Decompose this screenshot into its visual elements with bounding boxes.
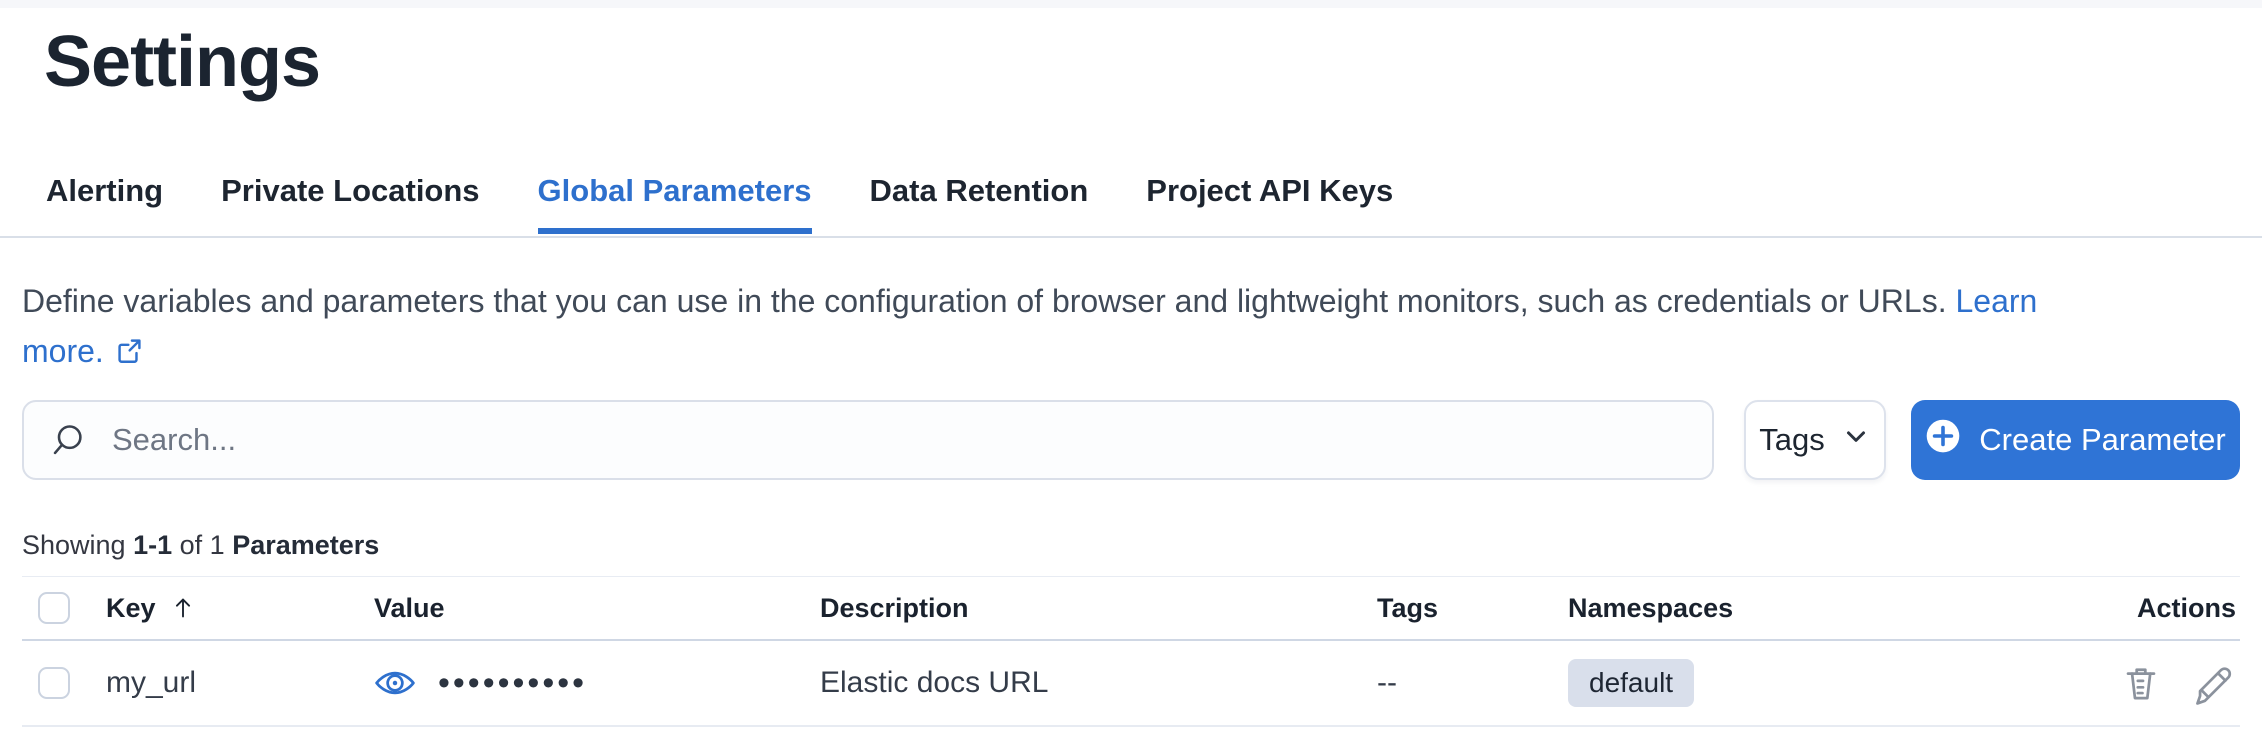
row-cell-tags: -- — [1355, 666, 1546, 700]
parameter-tags: -- — [1377, 666, 1397, 699]
top-edge-band — [0, 0, 2262, 8]
row-cell-namespaces: default — [1546, 659, 1966, 707]
row-cell-key: my_url — [84, 666, 352, 700]
search-icon — [50, 422, 86, 458]
learn-more-link[interactable]: more. — [22, 333, 104, 369]
edit-pencil-icon[interactable] — [2190, 660, 2236, 706]
row-cell-select — [22, 667, 84, 699]
description-text: Define variables and parameters that you… — [22, 283, 1947, 319]
header-cell-actions: Actions — [1966, 593, 2240, 624]
column-header-key: Key — [106, 592, 156, 623]
chevron-down-icon — [1841, 421, 1871, 459]
description-line-1: Define variables and parameters that you… — [22, 276, 2037, 326]
page-title: Settings — [44, 22, 321, 102]
create-parameter-label: Create Parameter — [1979, 422, 2226, 457]
tab-project-api-keys[interactable]: Project API Keys — [1146, 173, 1394, 208]
header-cell-description: Description — [798, 593, 1355, 624]
column-header-actions: Actions — [2136, 592, 2236, 623]
header-cell-key[interactable]: Key — [84, 593, 352, 624]
delete-trash-icon[interactable] — [2118, 660, 2164, 706]
tab-data-retention[interactable]: Data Retention — [869, 173, 1089, 208]
page-description: Define variables and parameters that you… — [22, 276, 2037, 378]
summary-showing: Showing — [22, 530, 126, 560]
namespace-badge: default — [1568, 659, 1695, 707]
tags-filter-label: Tags — [1759, 422, 1825, 457]
search-field[interactable] — [22, 400, 1714, 480]
reveal-value-eye-icon[interactable] — [374, 662, 416, 704]
description-line-2: more. — [22, 326, 2037, 378]
tab-private-locations[interactable]: Private Locations — [221, 173, 480, 208]
column-header-value: Value — [374, 592, 445, 623]
summary-of: of 1 — [179, 530, 225, 560]
column-header-description: Description — [820, 592, 969, 623]
table-row: my_url •••••••••• Elastic docs URL -- de… — [22, 641, 2240, 727]
settings-tabs: Alerting Private Locations Global Parame… — [46, 172, 1393, 234]
table-header-row: Key Value Description Tags Namespaces Ac… — [22, 576, 2240, 641]
header-cell-value: Value — [352, 593, 798, 624]
learn-more-link[interactable]: Learn — [1955, 283, 2038, 319]
create-parameter-button[interactable]: Create Parameter — [1911, 400, 2240, 480]
summary-range: 1-1 — [133, 530, 173, 560]
tags-filter-button[interactable]: Tags — [1744, 400, 1886, 480]
header-cell-tags: Tags — [1355, 593, 1546, 624]
row-checkbox[interactable] — [38, 667, 70, 699]
tabs-divider — [0, 236, 2262, 238]
column-header-namespaces: Namespaces — [1568, 592, 1734, 623]
parameter-key: my_url — [106, 666, 197, 699]
tab-global-parameters[interactable]: Global Parameters — [537, 172, 812, 234]
row-cell-value: •••••••••• — [352, 662, 798, 704]
search-input[interactable] — [112, 422, 1686, 458]
row-cell-description: Elastic docs URL — [798, 666, 1355, 700]
parameter-description: Elastic docs URL — [820, 666, 1049, 699]
parameters-table: Key Value Description Tags Namespaces Ac… — [22, 576, 2240, 727]
results-summary: Showing 1-1 of 1 Parameters — [22, 530, 379, 561]
masked-parameter-value: •••••••••• — [438, 663, 588, 702]
external-link-icon — [116, 328, 142, 378]
sort-ascending-icon — [168, 593, 198, 623]
summary-entity: Parameters — [232, 530, 380, 560]
column-header-tags: Tags — [1377, 592, 1439, 623]
header-cell-select — [22, 592, 84, 624]
row-cell-actions — [1966, 660, 2240, 706]
tab-alerting[interactable]: Alerting — [46, 173, 164, 208]
plus-in-circle-icon — [1925, 418, 1961, 462]
header-cell-namespaces: Namespaces — [1546, 593, 1966, 624]
select-all-checkbox[interactable] — [38, 592, 70, 624]
